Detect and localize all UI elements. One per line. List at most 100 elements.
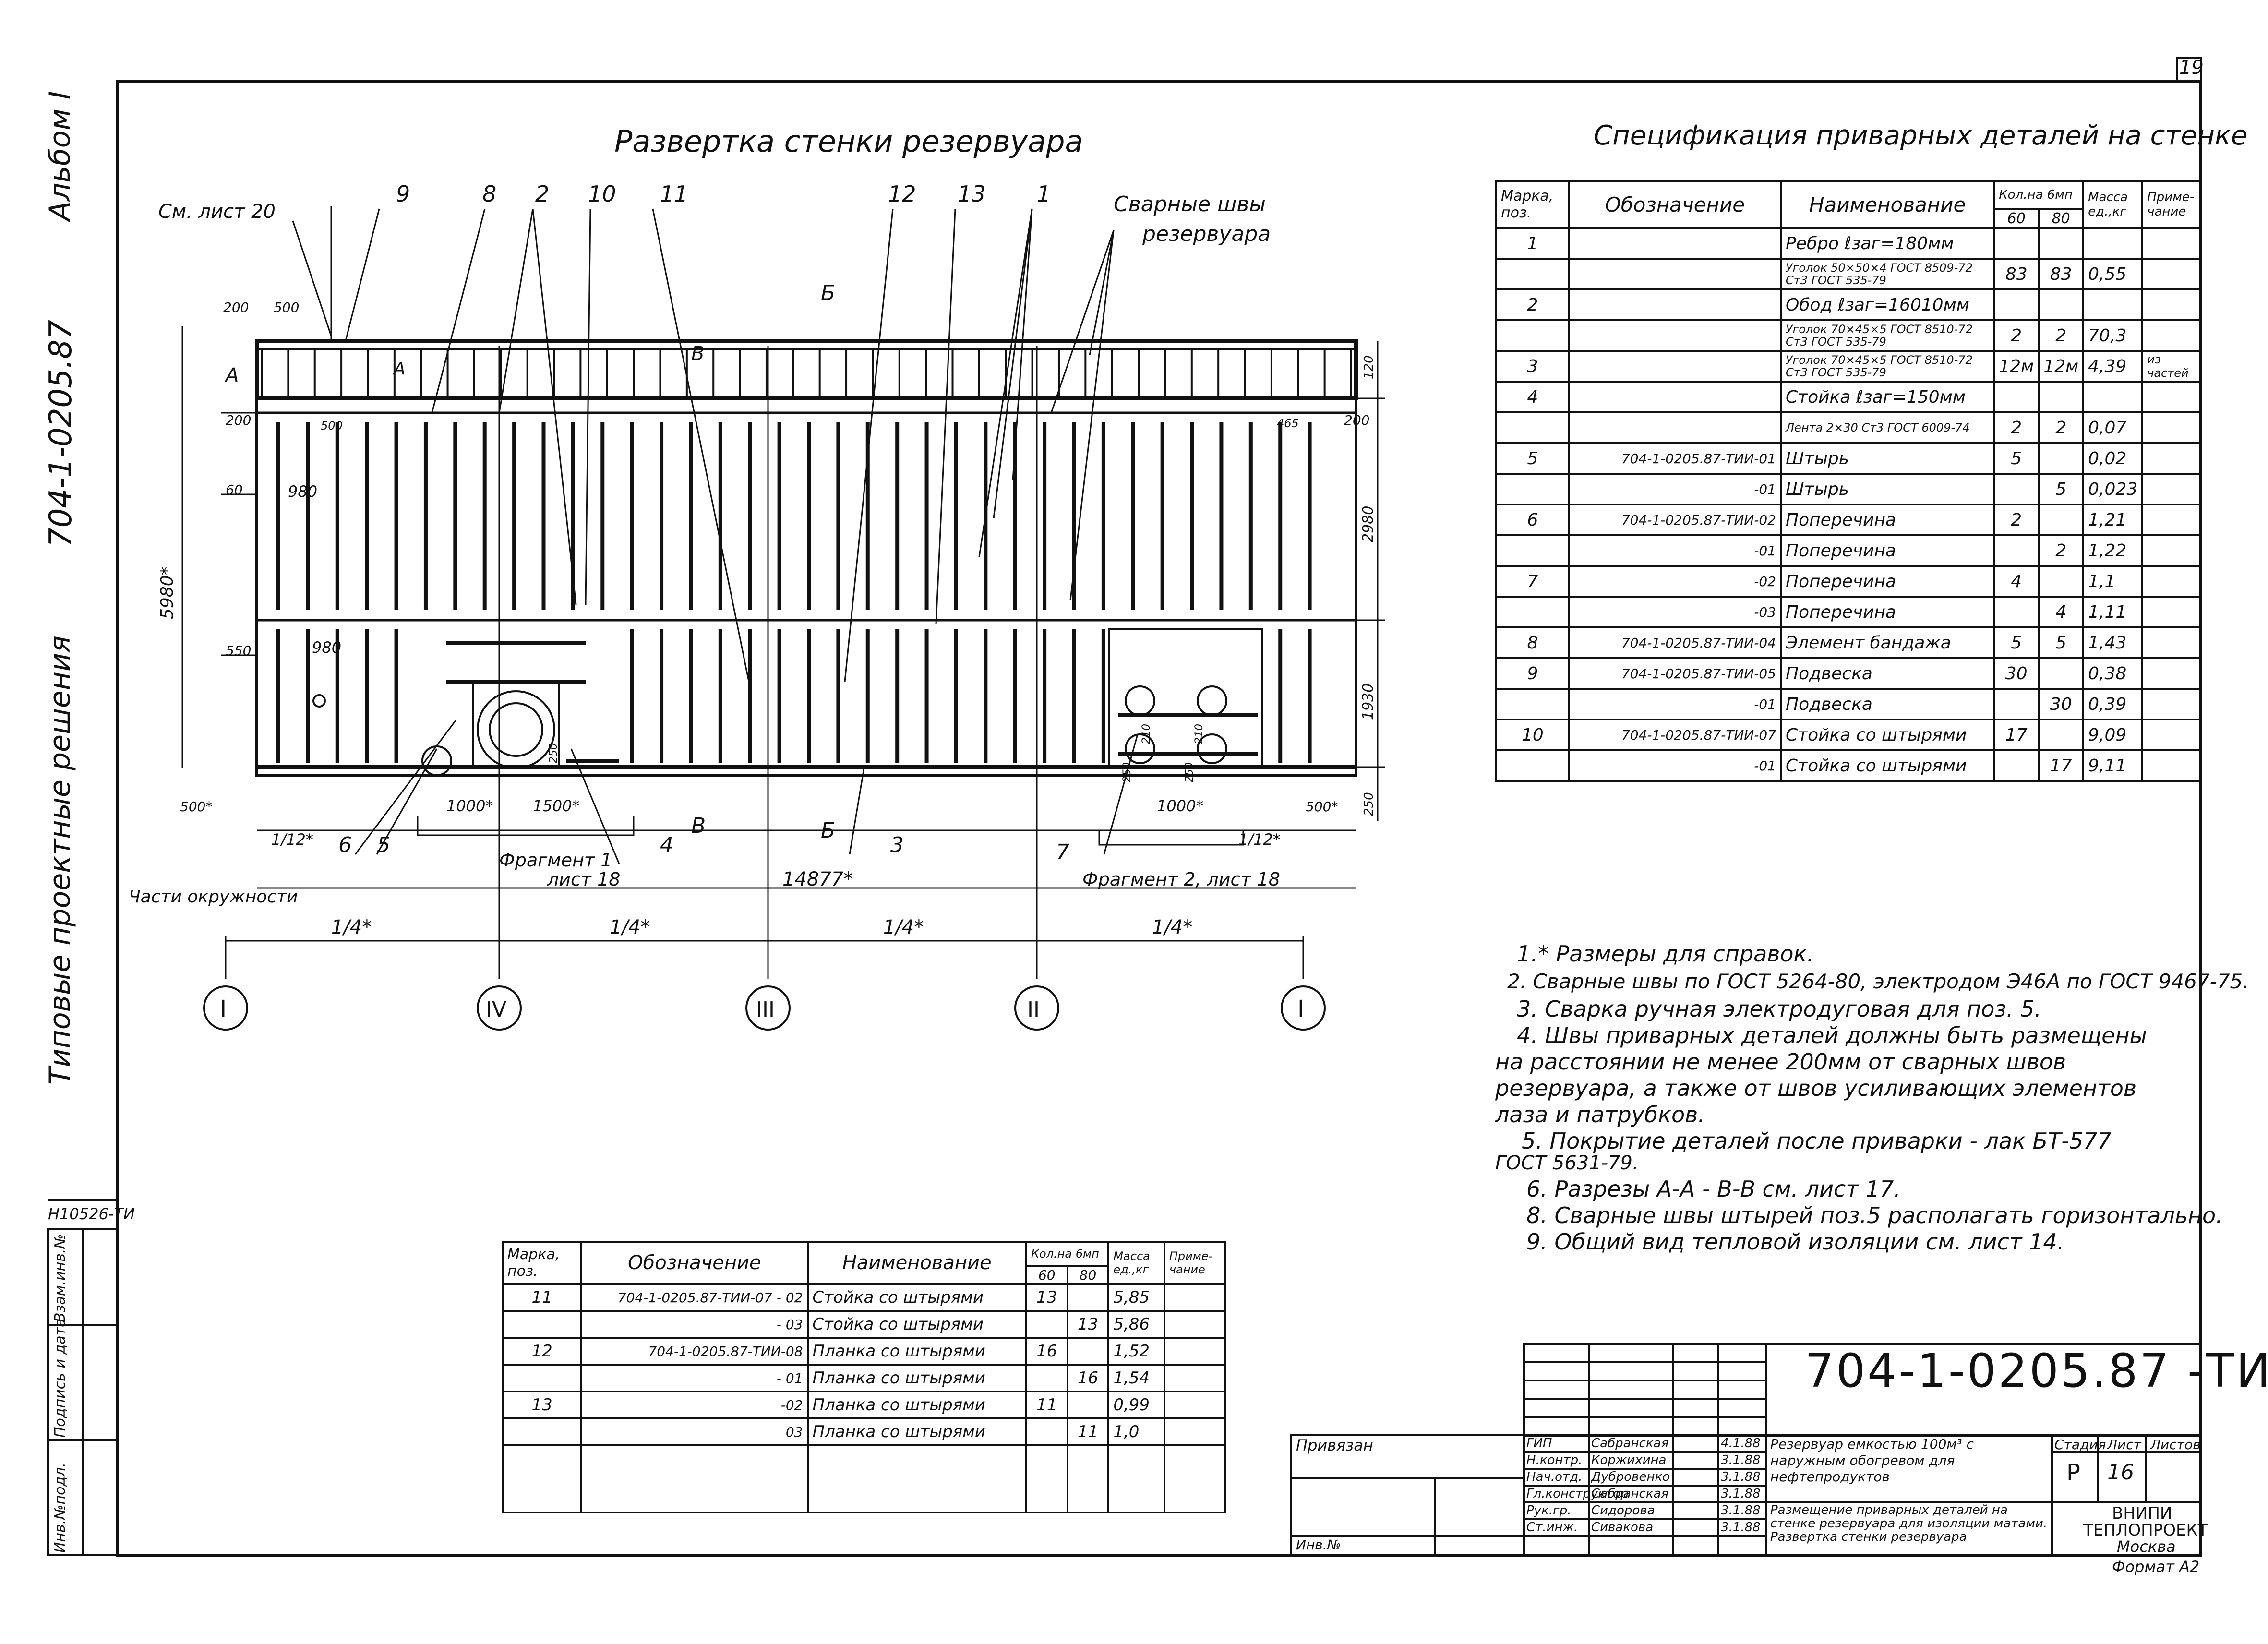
spec-cell-q60: 30 <box>1993 657 2040 690</box>
spec-cell-mass: 9,09 <box>2082 719 2144 751</box>
spec2-head-mark: Марка, поз. <box>501 1241 583 1285</box>
spec2-cell-note <box>1163 1337 1227 1366</box>
spec2-cell-name: Планка со штырями <box>806 1364 1027 1392</box>
spec-cell-name: Поперечина <box>1779 534 1995 567</box>
quarter-2: 1/4* <box>610 916 650 938</box>
spec-cell-name: Стойка со штырями <box>1779 719 1995 751</box>
spec2-cell-mass: 5,85 <box>1107 1283 1165 1312</box>
spec-cell-note <box>2141 719 2201 751</box>
title-block-person: Сидорова <box>1591 1503 1655 1518</box>
spec2-cell-q60: 13 <box>1025 1283 1068 1312</box>
note-1: 1.* Размеры для справок. <box>1517 941 1814 967</box>
spec-cell-mark: 2 <box>1495 288 1570 321</box>
dim-right-2980: 2980 <box>1360 506 1377 542</box>
spec-cell-q80: 2 <box>2038 411 2085 444</box>
spec-cell-des <box>1568 411 1782 444</box>
dim-left-550: 550 <box>226 643 251 659</box>
spec-cell-name: Элемент бандажа <box>1779 626 1995 659</box>
org-name-1: ВНИПИ <box>2112 1504 2172 1523</box>
spec-cell-q60: 17 <box>1993 719 2040 751</box>
spec2-cell-mass: 1,54 <box>1107 1364 1165 1392</box>
object-description: Резервуар емкостью 100м³ с наружным обог… <box>1770 1436 1974 1485</box>
leader-2: 2 <box>535 181 549 207</box>
spec2-cell-des: - 03 <box>580 1310 809 1339</box>
spec2-cell-q80 <box>1066 1337 1110 1366</box>
spec-cell-mark: 8 <box>1495 626 1570 659</box>
spec-cell-q60: 2 <box>1993 411 2040 444</box>
spec2-head-name: Наименование <box>806 1241 1027 1285</box>
spec-cell-note <box>2141 596 2201 628</box>
org-name-2: ТЕПЛОПРОЕКТ <box>2083 1521 2208 1540</box>
spec-cell-q80: 4 <box>2038 596 2085 628</box>
small-dim-4: 210 <box>1193 724 1205 744</box>
dim-top-500: 500 <box>274 300 299 315</box>
spec-cell-note <box>2141 227 2201 260</box>
spec-cell-mark <box>1495 473 1570 505</box>
spec-cell-q60: 2 <box>1993 504 2040 536</box>
spec-cell-mark: 9 <box>1495 657 1570 690</box>
spec-cell-mark: 4 <box>1495 381 1570 413</box>
spec2-cell-des: 03 <box>580 1417 809 1446</box>
title-block-date: 3.1.88 <box>1721 1503 1761 1518</box>
spec-cell-q80: 12м <box>2038 350 2085 383</box>
leader-9: 9 <box>396 181 410 207</box>
spec-cell-des: 704-1-0205.87-ТИИ-05 <box>1568 657 1782 690</box>
spec-cell-q80 <box>2038 565 2085 598</box>
small-dim-2: 250 <box>1121 762 1133 782</box>
spec-cell-q80: 5 <box>2038 626 2085 659</box>
title-block-date: 3.1.88 <box>1721 1520 1761 1535</box>
spec-cell-q60: 5 <box>1993 442 2040 475</box>
spec-cell-name: Уголок 50×50×4 ГОСТ 8509-72 Ст3 ГОСТ 535… <box>1779 258 1995 290</box>
spec-cell-q60 <box>1993 534 2040 567</box>
spec-cell-mass: 70,3 <box>2082 319 2144 352</box>
dim-left-500: 500 <box>321 419 343 432</box>
spec-head-name: Наименование <box>1779 180 1995 229</box>
spec-row: Уголок 50×50×4 ГОСТ 8509-72 Ст3 ГОСТ 535… <box>1495 258 2201 290</box>
spec-cell-des <box>1568 258 1782 290</box>
leader-10: 10 <box>588 181 616 207</box>
spec-cell-q80: 2 <box>2038 534 2085 567</box>
dim-left-500s: 500* <box>180 799 212 815</box>
spec-cell-q80 <box>2038 719 2085 751</box>
axis-1b: I <box>1297 996 1304 1022</box>
spec-cell-name: Ребро ℓзаг=180мм <box>1779 227 1995 260</box>
spec-cell-q60 <box>1993 381 2040 413</box>
quarter-4: 1/4* <box>1152 916 1192 938</box>
dim-left-980b: 980 <box>312 638 341 657</box>
spec-cell-q80 <box>2038 381 2085 413</box>
spec-cell-mark <box>1495 688 1570 720</box>
dim-bottom-1-12a: 1/12* <box>271 830 313 849</box>
spec-cell-des: -01 <box>1568 473 1782 505</box>
dim-top-200: 200 <box>223 300 249 315</box>
note-9: 9. Общий вид тепловой изоляции см. лист … <box>1526 1229 2064 1255</box>
drawing-title: Развертка стенки резервуара <box>614 124 1083 159</box>
privyazan-label: Привязан <box>1296 1436 1373 1454</box>
leader-1: 1 <box>1037 181 1051 207</box>
axis-4: IV <box>486 997 506 1022</box>
spec2-head-note: Приме-чание <box>1163 1241 1227 1285</box>
spec-head-mark: Марка, поз. <box>1495 180 1570 229</box>
title-block-person: Сабранская <box>1591 1436 1669 1451</box>
title-block-person: Дубровенко <box>1591 1470 1670 1484</box>
spec-cell-q80 <box>2038 504 2085 536</box>
spec-cell-des: -02 <box>1568 565 1782 598</box>
dim-right-1930: 1930 <box>1360 684 1377 720</box>
spec2-cell-des: - 01 <box>580 1364 809 1392</box>
spec2-cell-note <box>1163 1391 1227 1419</box>
spec-cell-q60: 4 <box>1993 565 2040 598</box>
note-4c: резервуара, а также от швов усиливающих … <box>1495 1075 2137 1101</box>
spec2-cell-q60 <box>1025 1417 1068 1446</box>
spec-cell-q80 <box>2038 288 2085 321</box>
spec2-cell-q60 <box>1025 1364 1068 1392</box>
quarter-1: 1/4* <box>331 916 372 938</box>
spec-row: Уголок 70×45×5 ГОСТ 8510-72 Ст3 ГОСТ 535… <box>1495 319 2201 352</box>
spec-cell-q80 <box>2038 657 2085 690</box>
dim-total-width: 14877* <box>782 868 853 890</box>
dim-bottom-1500: 1500* <box>533 797 579 815</box>
